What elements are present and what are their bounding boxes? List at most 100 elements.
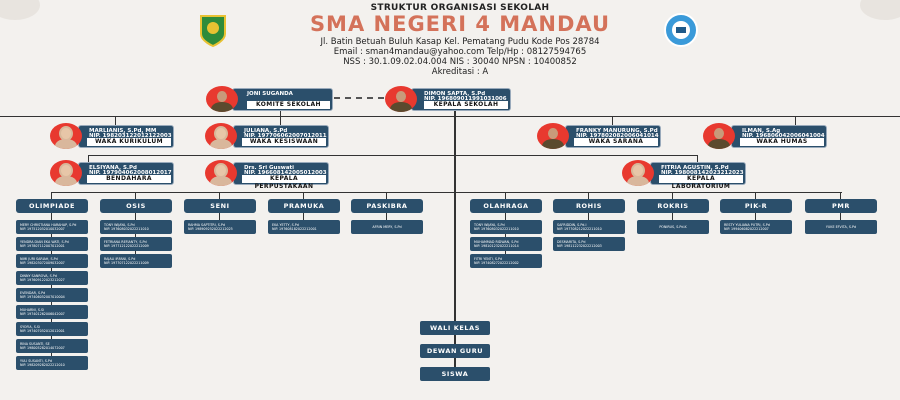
person-name: JULIANA, S.Pd bbox=[244, 128, 288, 134]
avatar bbox=[385, 86, 417, 112]
wali-kelas-box: WALI KELAS bbox=[420, 321, 490, 335]
member-nip: NIP. 198203072009032007 bbox=[20, 261, 65, 265]
connector-line bbox=[0, 116, 900, 117]
member-nip: NIP. 198101232022211014 bbox=[474, 244, 519, 248]
member-name: NIMI JURI SARIAH, S.Pd bbox=[20, 257, 58, 261]
member-nip: NIP. 198112232022212003 bbox=[557, 244, 602, 248]
person-nip: NIP. 197802082006041014 bbox=[576, 133, 659, 139]
connector-line bbox=[612, 116, 613, 125]
avatar bbox=[50, 123, 82, 149]
member-nip: NIP. 197609122023212027 bbox=[20, 278, 65, 282]
ec-rohis-header: ROHIS bbox=[553, 199, 625, 213]
member-nip: NIP. 197608182022212001 bbox=[272, 227, 317, 231]
member-name: DINNY SANROVA, S.Pd bbox=[20, 274, 57, 278]
humas-box: ILMAN, S.Ag NIP. 196806042006041004 WAKA… bbox=[731, 125, 827, 148]
member-name: FITRI YENTI, S.Pd bbox=[474, 257, 503, 261]
member-name: TONY WIJAYA, S.Pd bbox=[474, 223, 505, 227]
member-name: MUHARNI, S.Si bbox=[20, 308, 44, 312]
connector-line bbox=[52, 192, 842, 193]
member-box: YUKE EFVITA, S.Pd bbox=[805, 220, 877, 234]
member-box: AFRIN MERY, S.Pd bbox=[351, 220, 423, 234]
person-name: ELSIYANA, S.Pd bbox=[89, 165, 137, 171]
ec-paskibra-header: PASKIBRA bbox=[351, 199, 423, 213]
person-role: KEPALA LABORATORIUM bbox=[659, 175, 743, 190]
person-nip: NIP. 197904062008012017 bbox=[89, 170, 172, 176]
avatar bbox=[50, 160, 82, 186]
school-logo-icon bbox=[664, 13, 698, 47]
person-nip: NIP. 197706062007012011 bbox=[244, 133, 327, 139]
person-role: WAKA KESISWAAN bbox=[242, 138, 326, 146]
person-role: WAKA KURIKULUM bbox=[87, 138, 171, 146]
main-trunk-line bbox=[454, 110, 456, 321]
connector-line bbox=[88, 155, 698, 156]
member-nip: NIP. 197512052010032007 bbox=[20, 227, 65, 231]
member-nip: NIP. 197407052012012001 bbox=[20, 329, 65, 333]
member-name: RAJALI IRFANI, S.Pd bbox=[104, 257, 136, 261]
person-role: BENDAHARA bbox=[87, 175, 171, 183]
member-nip: NIP. 198005282014072007 bbox=[20, 346, 65, 350]
connector-line bbox=[795, 116, 796, 125]
connector-line bbox=[454, 358, 456, 367]
connector-line bbox=[280, 116, 281, 125]
kurikulum-box: MARLIANIS, S.Pd, MM NIP. 198203122012122… bbox=[78, 125, 174, 148]
dashed-connector bbox=[334, 97, 384, 99]
perpustakaan-box: Drs. Sri Guswati NIP. 196608142005012003… bbox=[233, 162, 329, 190]
member-name: SYOFIA, S.Si bbox=[20, 325, 40, 329]
member-nip: NIP. 197712122022212009 bbox=[104, 244, 149, 248]
connector-line bbox=[280, 110, 281, 116]
connector-line bbox=[454, 335, 456, 344]
member-nip: NIP. 197608032022211010 bbox=[104, 227, 149, 231]
member-name: MUHAMMAD RIDWAN, S.Pd bbox=[474, 240, 519, 244]
ec-rokris-header: ROKRIS bbox=[637, 199, 709, 213]
decorative-plant bbox=[860, 0, 900, 20]
person-nip: NIP. 196608142005012003 bbox=[244, 170, 327, 176]
member-nip: NIP. 198209282022212010 bbox=[20, 363, 65, 367]
person-role: KEPALA PERPUSTAKAAN bbox=[242, 175, 326, 190]
member-nip: NIP. 197401262006042007 bbox=[20, 312, 65, 316]
member-nip: NIP. 197708212022211010 bbox=[557, 227, 602, 231]
member-name: TONY WIJAYA, S.Pd bbox=[104, 223, 135, 227]
address: Jl. Batin Betuah Buluh Kasap Kel. Pemata… bbox=[320, 37, 600, 47]
connector-line bbox=[88, 155, 89, 162]
siswa-box: SISWA bbox=[420, 367, 490, 381]
avatar bbox=[205, 123, 237, 149]
bendahara-box: ELSIYANA, S.Pd NIP. 197904062008012017 B… bbox=[78, 162, 174, 185]
member-nip: NIP. 197707122022211009 bbox=[104, 261, 149, 265]
person-role: KOMITE SEKOLAH bbox=[247, 101, 330, 109]
person-name: MARLIANIS, S.Pd, MM bbox=[89, 128, 157, 134]
person-name: FRANKY MANURUNG, S.Pd bbox=[576, 128, 658, 134]
member-name: EKA YETTY, S.Pd bbox=[272, 223, 299, 227]
ec-osis-header: OSIS bbox=[100, 199, 172, 213]
ec-pramuka-header: PRAMUKA bbox=[268, 199, 340, 213]
member-name: FETRIANA REFIANTY, S.Pd bbox=[104, 240, 147, 244]
member-name: SAFRIDDIN, S.Pd.I bbox=[557, 223, 587, 227]
avatar bbox=[703, 123, 735, 149]
person-name: Drs. Sri Guswati bbox=[244, 165, 295, 171]
member-name: RAHMA SAPTITRI, S.Pd bbox=[188, 223, 226, 227]
person-role: WAKA HUMAS bbox=[740, 138, 824, 146]
ec-pik-r-header: PIK-R bbox=[720, 199, 792, 213]
school-ids: NSS : 30.1.09.02.04.004 NIS : 30040 NPSN… bbox=[343, 57, 577, 67]
connector-line bbox=[588, 192, 589, 244]
connector-line bbox=[115, 116, 116, 125]
kesiswaan-box: JULIANA, S.Pd NIP. 197706062007012011 WA… bbox=[233, 125, 329, 148]
ec-seni-header: SENI bbox=[184, 199, 256, 213]
member-name: RESTY YULIANA PUTRI, S.Pd bbox=[724, 223, 770, 227]
member-nip: NIP. 197406052007010004 bbox=[20, 295, 65, 299]
